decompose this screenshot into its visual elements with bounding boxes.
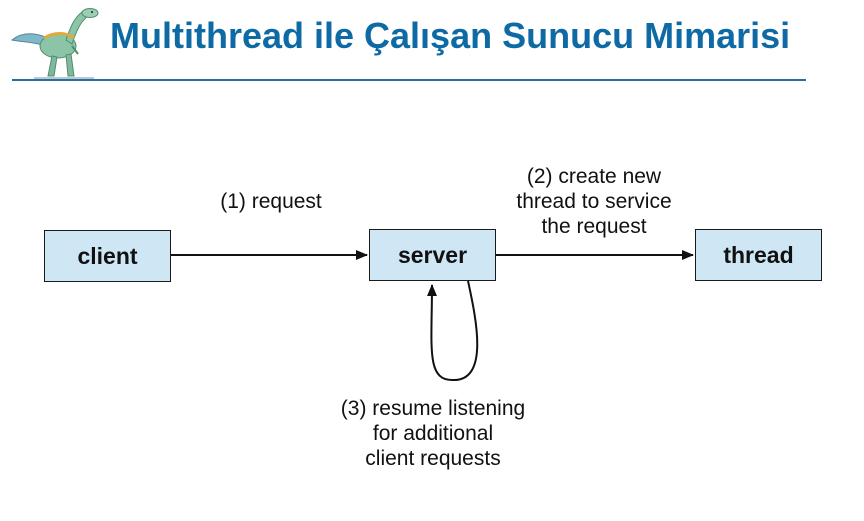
node-thread: thread (695, 229, 822, 281)
node-client: client (44, 230, 171, 282)
edge-label-line: the request (541, 215, 647, 238)
node-client-label: client (77, 242, 138, 269)
node-thread-label: thread (723, 241, 794, 268)
edge-label-resume-listening: (3) resume listening for additional clie… (318, 396, 548, 471)
title-divider (12, 79, 806, 81)
edge-label-line: (2) create new (526, 165, 662, 188)
slide-title: Multithread ile Çalışan Sunucu Mimarisi (110, 15, 791, 56)
node-server-label: server (397, 241, 468, 268)
node-server: server (369, 229, 496, 281)
edge-label-line: thread to service (516, 190, 672, 213)
edge-label-line: for additional (372, 422, 494, 445)
edge-label-line: (3) resume listening (340, 397, 526, 420)
dinosaur-logo-icon (10, 8, 99, 79)
edge-label-line: (1) request (220, 190, 322, 213)
edge-server-loop (426, 280, 479, 382)
edge-label-line: client requests (365, 447, 501, 470)
edge-label-request: (1) request (196, 189, 346, 214)
edge-label-create-thread: (2) create new thread to service the req… (494, 164, 694, 239)
